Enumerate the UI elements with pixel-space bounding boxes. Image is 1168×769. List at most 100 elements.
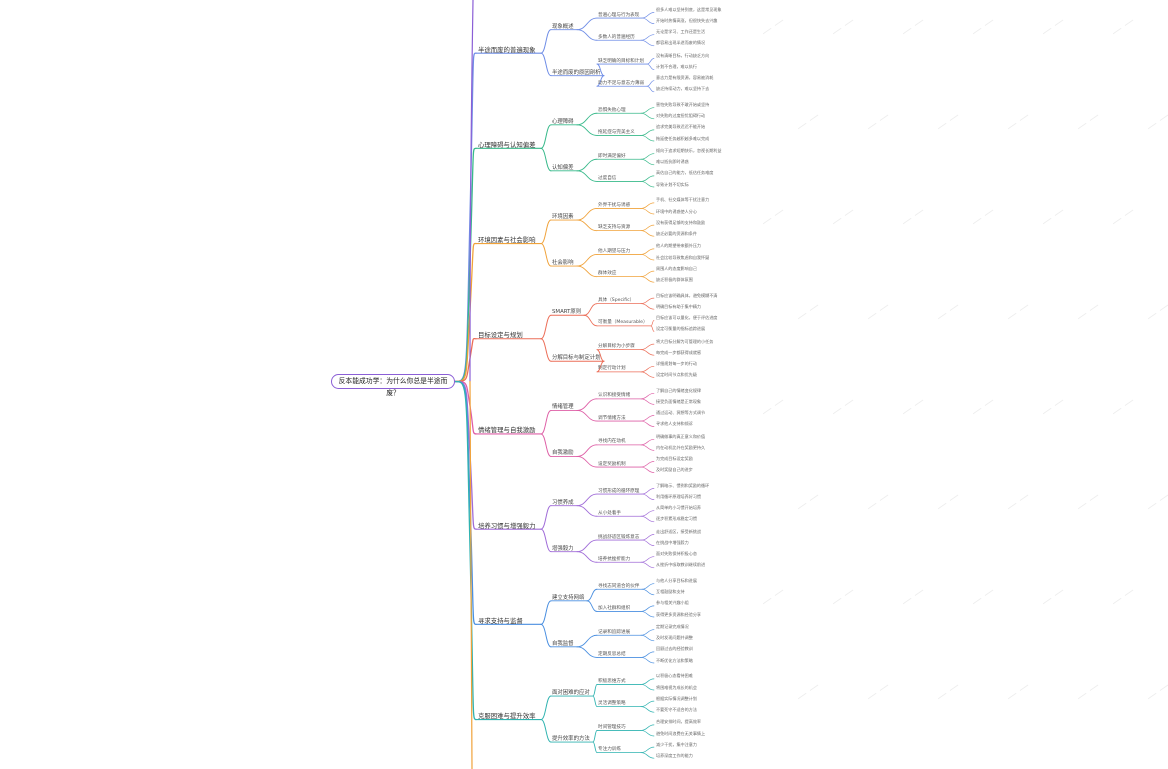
subtopic-level3[interactable]: 恐惧失败心理 (598, 107, 626, 113)
subtopic-level3[interactable]: 分解目标为小步骤 (598, 344, 635, 350)
subtopic-level2[interactable]: 心理障碍 (552, 118, 574, 125)
leaf-topic[interactable]: 回顾过去的经验教训 (656, 646, 693, 652)
leaf-topic[interactable]: 周围人的态度影响自己 (656, 265, 697, 271)
subtopic-level2[interactable]: 认知偏差 (552, 164, 574, 171)
leaf-topic[interactable]: 他人的期望带来额外压力 (656, 243, 702, 249)
leaf-topic[interactable]: 利用循环原理培养好习惯 (656, 494, 702, 500)
leaf-topic[interactable]: 及时奖励自己的进步 (656, 467, 693, 473)
leaf-topic[interactable]: 社会比较导致焦虑和自我怀疑 (656, 254, 710, 260)
subtopic-level3[interactable]: 培养抗挫折能力 (598, 556, 631, 562)
leaf-topic[interactable]: 开始时热情高涨，但很快失去兴趣 (656, 18, 718, 24)
leaf-topic[interactable]: 了解暗示、惯例和奖励的循环 (656, 483, 710, 488)
leaf-topic[interactable]: 详细规划每一步的行动 (656, 360, 697, 366)
leaf-topic[interactable]: 目标应该明确具体，避免模糊不清 (656, 292, 718, 298)
leaf-topic[interactable]: 在挑战中增强毅力 (656, 540, 689, 546)
main-branch[interactable]: 情绪管理与自我激励 (478, 426, 536, 435)
main-branch[interactable]: 半途而废的普遍现象 (478, 45, 536, 54)
leaf-topic[interactable]: 高估自己的能力，低估任务难度 (656, 170, 714, 176)
leaf-topic[interactable]: 无论是学习、工作还是生活 (656, 29, 706, 35)
leaf-topic[interactable]: 互相鼓励和支持 (656, 589, 685, 595)
leaf-topic[interactable]: 将困难视为成长的机会 (656, 684, 697, 690)
subtopic-level2[interactable]: 社会影响 (552, 260, 574, 267)
subtopic-level3[interactable]: 调节情绪方法 (598, 415, 626, 421)
leaf-topic[interactable]: 环境中的诱惑使人分心 (656, 208, 697, 214)
subtopic-level2[interactable]: 建立支持网络 (552, 594, 585, 601)
main-branch[interactable]: 寻求支持与监督 (478, 616, 523, 625)
leaf-topic[interactable]: 拖延使任务越积越多难以完成 (656, 135, 710, 141)
leaf-topic[interactable]: 追求完美导致迟迟不能开始 (656, 124, 706, 130)
leaf-topic[interactable]: 明确目标有助于集中精力 (656, 303, 702, 309)
leaf-topic[interactable]: 逐步积累形成稳定习惯 (656, 516, 697, 522)
leaf-topic[interactable]: 不断优化方法和策略 (656, 657, 693, 663)
leaf-topic[interactable]: 没有清晰目标，行动缺乏方向 (656, 53, 710, 58)
leaf-topic[interactable]: 设定时间节点和优先级 (656, 371, 697, 377)
subtopic-level2[interactable]: 环境因素 (552, 214, 574, 221)
subtopic-level3[interactable]: 普遍心理与行为表现 (598, 12, 640, 18)
leaf-topic[interactable]: 培养深度工作的能力 (656, 752, 693, 758)
leaf-topic[interactable]: 合理安排时间，提高效率 (656, 719, 702, 725)
leaf-topic[interactable]: 计划不合理，难以执行 (656, 64, 697, 70)
leaf-topic[interactable]: 根据实际情况调整计划 (656, 695, 697, 701)
leaf-topic[interactable]: 接受负面情绪是正常现象 (656, 398, 702, 404)
subtopic-level3[interactable]: 制定行动计划 (598, 366, 626, 372)
subtopic-level3[interactable]: 具体（Specific） (598, 298, 635, 304)
leaf-topic[interactable]: 缺乏积极的群体氛围 (656, 276, 693, 282)
subtopic-level3[interactable]: 认识和接受情绪 (598, 393, 631, 399)
subtopic-level3[interactable]: 缺乏明确的目标和计划 (598, 58, 644, 64)
leaf-topic[interactable]: 获得更多资源和经验分享 (656, 611, 702, 617)
root-topic[interactable]: 反本能成功学：为什么你总是半途而废？ (331, 374, 455, 397)
subtopic-level3[interactable]: 设定奖励机制 (598, 461, 626, 467)
subtopic-level3[interactable]: 挑战舒适区锻炼意志 (598, 534, 640, 540)
subtopic-level2[interactable]: 增强毅力 (552, 545, 574, 552)
leaf-topic[interactable]: 导致计划不切实际 (656, 181, 689, 187)
subtopic-level3[interactable]: 寻找志同道合的伙伴 (598, 583, 640, 589)
leaf-topic[interactable]: 以积极心态看待困难 (656, 673, 693, 679)
subtopic-level3[interactable]: 习惯形成的循环原理 (598, 488, 640, 494)
subtopic-level2[interactable]: 提升效率的方法 (552, 736, 590, 743)
subtopic-level2[interactable]: 半途而废的原因剖析 (552, 69, 601, 76)
subtopic-level3[interactable]: 过度自信 (598, 175, 617, 181)
subtopic-level3[interactable]: 缺乏支持与资源 (598, 225, 631, 231)
subtopic-level3[interactable]: 定期反思总结 (598, 651, 626, 657)
subtopic-level3[interactable]: 加入社群和组织 (598, 605, 631, 611)
leaf-topic[interactable]: 缺乏持续动力，难以坚持下去 (656, 86, 710, 92)
leaf-topic[interactable]: 不要死守不适合的方法 (656, 706, 697, 712)
leaf-topic[interactable]: 缺乏必要的资源和条件 (656, 230, 697, 236)
subtopic-level3[interactable]: 记录和追踪进展 (598, 629, 631, 635)
main-branch[interactable]: 克服困难与提升效率 (478, 712, 536, 721)
leaf-topic[interactable]: 参与相关兴趣小组 (656, 600, 689, 606)
leaf-topic[interactable]: 定期记录完成情况 (656, 624, 689, 630)
subtopic-level3[interactable]: 外界干扰与诱惑 (598, 202, 631, 208)
leaf-topic[interactable]: 对失败的过度担忧阻碍行动 (656, 113, 706, 119)
leaf-topic[interactable]: 设定可衡量的指标追踪进展 (656, 325, 706, 331)
leaf-topic[interactable]: 从简单的小习惯开始培养 (656, 505, 702, 511)
leaf-topic[interactable]: 都容易出现半途而废的情况 (656, 40, 706, 46)
leaf-topic[interactable]: 内在动机比外在奖励更持久 (656, 444, 706, 450)
leaf-topic[interactable]: 没有获得足够的支持和鼓励 (656, 219, 706, 225)
leaf-topic[interactable]: 每完成一步都获得成就感 (656, 349, 702, 355)
subtopic-level3[interactable]: 群体效应 (598, 271, 617, 277)
leaf-topic[interactable]: 避免时间浪费在无关事情上 (656, 730, 706, 736)
subtopic-level2[interactable]: 情绪管理 (552, 404, 574, 411)
subtopic-level3[interactable]: 积极思维方式 (598, 678, 626, 684)
subtopic-level3[interactable]: 时间管理技巧 (598, 724, 626, 730)
subtopic-level3[interactable]: 他人期望与压力 (598, 248, 631, 254)
leaf-topic[interactable]: 面对失败保持积极心态 (656, 551, 697, 557)
leaf-topic[interactable]: 从挫折中吸取教训继续前进 (656, 562, 706, 568)
leaf-topic[interactable]: 手机、社交媒体等干扰注意力 (656, 197, 710, 203)
subtopic-level2[interactable]: 自我激励 (552, 450, 574, 457)
subtopic-level2[interactable]: 面对困难的应对 (552, 690, 590, 697)
leaf-topic[interactable]: 将大目标分解为可管理的小任务 (656, 338, 714, 344)
leaf-topic[interactable]: 难以抵抗即时诱惑 (656, 159, 689, 165)
leaf-topic[interactable]: 了解自己的情绪变化规律 (656, 387, 702, 393)
leaf-topic[interactable]: 走出舒适区，接受新挑战 (656, 529, 702, 534)
leaf-topic[interactable]: 害怕失败导致不敢开始或坚持 (656, 102, 710, 108)
subtopic-level3[interactable]: 灵活调整策略 (598, 701, 626, 707)
subtopic-level3[interactable]: 寻找内在动机 (598, 439, 626, 445)
leaf-topic[interactable]: 及时发现问题并调整 (656, 635, 693, 641)
main-branch[interactable]: 心理障碍与认知偏差 (478, 140, 536, 149)
main-branch[interactable]: 培养习惯与增强毅力 (478, 521, 536, 530)
leaf-topic[interactable]: 通过运动、冥想等方式调节 (656, 410, 706, 415)
subtopic-level3[interactable]: 多数人的普遍经历 (598, 34, 635, 40)
subtopic-level2[interactable]: SMART原则 (552, 309, 582, 316)
